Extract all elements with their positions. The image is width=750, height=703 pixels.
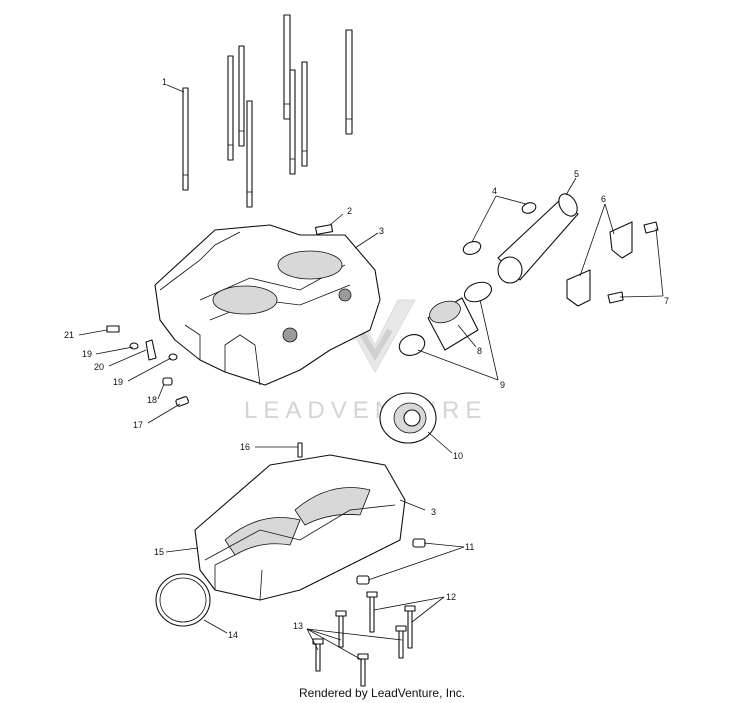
water-outlet-hose [462,193,579,284]
crank-seal [379,392,437,444]
stud-set [182,14,353,208]
callout-7: 7 [664,296,669,306]
callout-21: 21 [64,330,74,340]
callout-13: 13 [293,621,303,631]
callout-20: 20 [94,362,104,372]
callout-3-upper: 3 [379,226,384,236]
small-fittings [106,325,189,407]
callout-2: 2 [347,206,352,216]
callout-6: 6 [601,194,606,204]
callout-3-lower: 3 [431,507,436,517]
callout-1: 1 [162,77,167,87]
callout-15: 15 [154,547,164,557]
callout-11: 11 [465,542,474,552]
mount-brackets [566,221,659,307]
callout-12: 12 [446,592,456,602]
watermark-text: LEADVENTURE [244,397,487,424]
callout-5: 5 [574,169,579,179]
callout-9: 9 [500,380,505,390]
leader-lines [78,84,664,661]
callout-10: 10 [453,451,463,461]
lower-crankcase [194,442,406,601]
callout-8: 8 [477,346,482,356]
footer-credit: Rendered by LeadVenture, Inc. [299,686,465,700]
callout-labels: 1 2 3 4 5 6 7 8 9 10 11 12 13 14 15 16 3… [64,77,669,640]
callout-19-upper: 19 [82,349,92,359]
hose-coupler-clamps [398,281,493,356]
snap-ring [155,573,211,627]
callout-19-lower: 19 [113,377,123,387]
callout-16: 16 [240,442,250,452]
plugs [356,538,426,585]
callout-4: 4 [492,186,497,196]
upper-crankcase [154,224,381,386]
callout-18: 18 [147,395,157,405]
dowel-pin [315,224,334,235]
bolt-set [312,591,416,687]
callout-14: 14 [228,630,238,640]
callout-17: 17 [133,420,143,430]
